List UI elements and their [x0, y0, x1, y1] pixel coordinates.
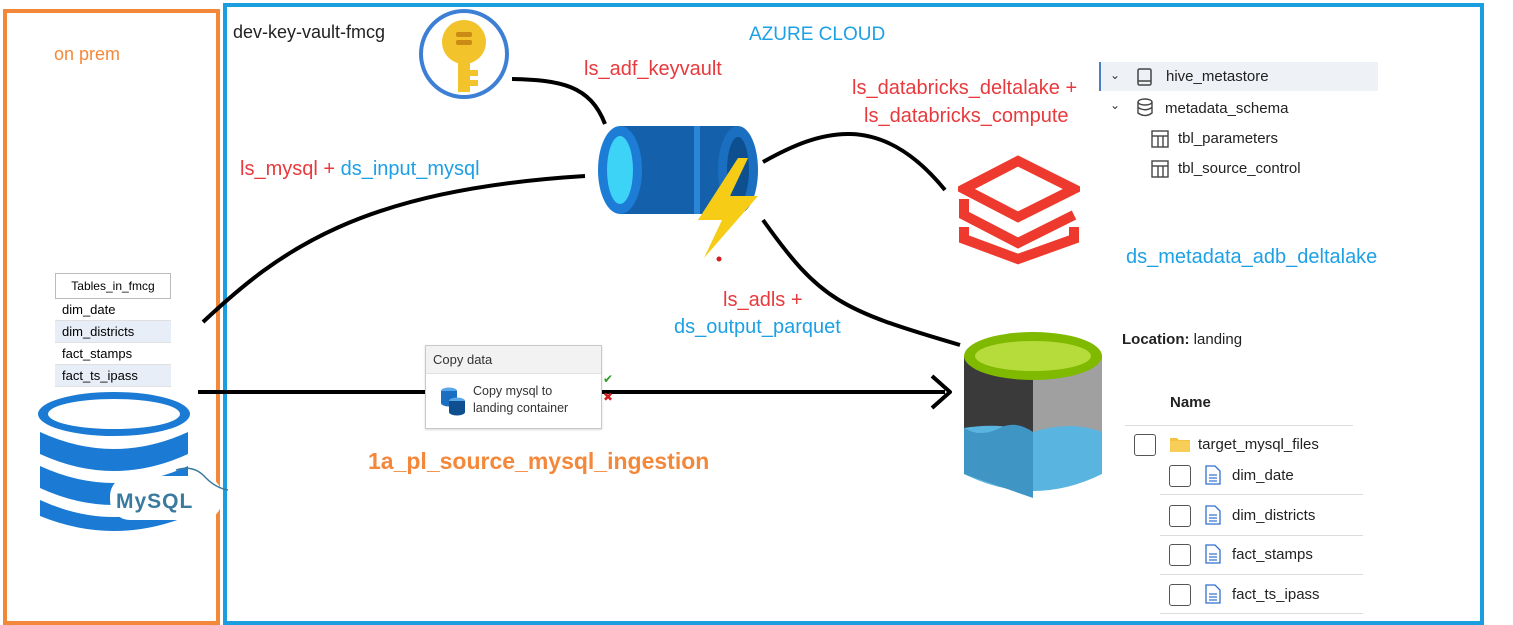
folder-icon	[1170, 438, 1190, 452]
ls-adls-label: ls_adls +	[723, 289, 803, 311]
copy-data-activity[interactable]: Copy data Copy mysql to landing containe…	[425, 345, 602, 429]
success-check-icon[interactable]: ✔	[603, 372, 614, 386]
activity-line-2: landing container	[473, 401, 569, 415]
file-icon	[1205, 505, 1221, 525]
failure-x-icon[interactable]: ✖	[603, 390, 614, 404]
mysql-database-icon	[38, 392, 229, 531]
ls-databricks-label-2: ls_databricks_compute	[864, 105, 1069, 127]
row-checkbox[interactable]	[1169, 465, 1191, 487]
tree-item-metadata-schema[interactable]: metadata_schema	[1165, 100, 1289, 117]
table-row[interactable]: dim_districts	[55, 321, 171, 343]
data-factory-icon	[598, 126, 758, 262]
row-checkbox[interactable]	[1169, 584, 1191, 606]
chevron-down-icon[interactable]: ⌄	[1110, 68, 1121, 82]
file-icon	[1205, 465, 1221, 485]
name-column-header[interactable]: Name	[1170, 394, 1211, 411]
azure-cloud-region	[223, 3, 1484, 625]
location-value: landing	[1193, 331, 1243, 348]
mysql-tables-list: Tables_in_fmcg dim_date dim_districts fa…	[55, 273, 171, 387]
tables-header: Tables_in_fmcg	[55, 273, 171, 299]
table-grid-icon	[1151, 130, 1169, 148]
header-divider	[1125, 425, 1353, 426]
ls-databricks-label-1: ls_databricks_deltalake +	[852, 77, 1078, 99]
file-name[interactable]: fact_ts_ipass	[1232, 586, 1320, 603]
ds-metadata-label: ds_metadata_adb_deltalake	[1126, 246, 1378, 268]
row-divider	[1160, 574, 1363, 575]
ds-output-parquet-label: ds_output_parquet	[674, 316, 841, 338]
file-name[interactable]: dim_date	[1232, 467, 1294, 484]
tree-item-hive-metastore[interactable]: hive_metastore	[1166, 68, 1269, 85]
mysql-linked-service-label: ls_mysql + ds_input_mysql	[240, 158, 480, 181]
mysql-logo-text: MySQL	[116, 490, 194, 513]
chevron-down-icon[interactable]: ⌄	[1110, 98, 1121, 112]
copy-data-icon	[441, 387, 465, 416]
ls-mysql-text: ls_mysql	[240, 158, 318, 180]
storage-container-icon	[964, 332, 1102, 498]
adf-to-databricks-line	[762, 132, 947, 192]
folder-name[interactable]: target_mysql_files	[1198, 436, 1319, 453]
on-prem-label: on prem	[54, 44, 121, 64]
mysql-to-adf-line	[201, 174, 586, 324]
databricks-icon	[958, 155, 1080, 265]
row-checkbox[interactable]	[1134, 434, 1156, 456]
schema-database-icon	[1137, 98, 1153, 117]
file-name[interactable]: fact_stamps	[1232, 546, 1313, 563]
arrow-head	[930, 374, 952, 410]
ls-keyvault-label: ls_adf_keyvault	[584, 58, 722, 80]
hive-metastore-selected-bar	[1099, 62, 1378, 91]
table-row[interactable]: fact_stamps	[55, 343, 171, 365]
file-icon	[1205, 544, 1221, 564]
row-divider	[1160, 494, 1363, 495]
tree-item-tbl-source-control[interactable]: tbl_source_control	[1178, 160, 1301, 177]
ds-input-mysql-text: ds_input_mysql	[340, 158, 480, 180]
key-vault-name: dev-key-vault-fmcg	[233, 22, 386, 42]
table-row[interactable]: dim_date	[55, 299, 171, 321]
location-label: Location:	[1122, 331, 1190, 348]
file-icon	[1205, 584, 1221, 604]
activity-header: Copy data	[426, 346, 601, 374]
row-divider	[1160, 613, 1363, 614]
azure-cloud-label: AZURE CLOUD	[749, 24, 886, 45]
adf-to-adls-line	[761, 218, 961, 347]
plus-sign: +	[323, 158, 336, 180]
table-grid-icon	[1151, 160, 1169, 178]
activity-line-1: Copy mysql to	[473, 384, 553, 398]
keyvault-to-adf-line	[511, 77, 607, 125]
file-name[interactable]: dim_districts	[1232, 507, 1316, 524]
location-row: Location: landing	[1122, 331, 1242, 348]
catalog-book-icon	[1137, 68, 1152, 86]
on-prem-region	[3, 9, 220, 625]
tree-item-tbl-parameters[interactable]: tbl_parameters	[1178, 130, 1279, 147]
row-checkbox[interactable]	[1169, 505, 1191, 527]
key-vault-icon	[419, 9, 509, 99]
row-divider	[1160, 535, 1363, 536]
pipeline-name: 1a_pl_source_mysql_ingestion	[368, 448, 710, 474]
row-checkbox[interactable]	[1169, 544, 1191, 566]
table-row[interactable]: fact_ts_ipass	[55, 365, 171, 387]
